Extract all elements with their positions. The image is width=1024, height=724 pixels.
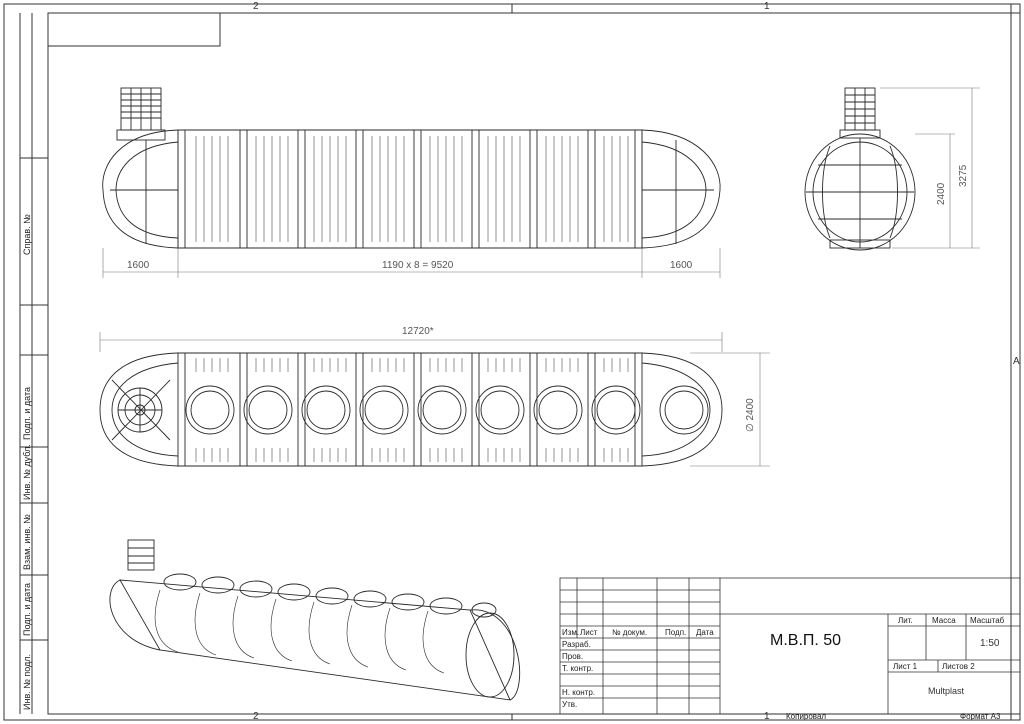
tb-designation: М.В.П. 50 bbox=[770, 632, 842, 649]
tb-copied: Копировал bbox=[786, 712, 827, 721]
stamp-dup-inv: Инв. № дубл. bbox=[22, 444, 32, 500]
dim-side-left: 1600 bbox=[127, 260, 150, 271]
tb-sheet: Лист 1 bbox=[893, 662, 918, 671]
side-view bbox=[102, 87, 721, 249]
dim-side-middle: 1190 x 8 = 9520 bbox=[382, 260, 454, 271]
dim-end-total: 3275 bbox=[958, 164, 969, 187]
tb-company: Multplast bbox=[928, 686, 965, 696]
end-view bbox=[804, 87, 916, 251]
zone-label-right: A bbox=[1013, 356, 1020, 367]
tb-header-change: Изм. bbox=[562, 628, 580, 637]
tb-header-sign: Подп. bbox=[665, 628, 687, 637]
tb-row-approved: Утв. bbox=[562, 700, 578, 709]
dim-side-right: 1600 bbox=[670, 260, 693, 271]
dim-plan-diameter: ∅ 2400 bbox=[745, 398, 756, 432]
tb-scale-label: Масштаб bbox=[970, 616, 1005, 625]
zone-label-top-right: 1 bbox=[764, 1, 770, 12]
tb-sheets: Листов 2 bbox=[942, 662, 975, 671]
stamp-replace-inv: Взам. инв. № bbox=[22, 514, 32, 570]
zone-label-bottom-left: 2 bbox=[253, 711, 259, 722]
iso-view bbox=[109, 539, 521, 701]
stamp-orig-inv: Инв. № подл. bbox=[22, 653, 32, 710]
dim-plan-length: 12720* bbox=[402, 326, 434, 337]
tb-header-sheet: Лист bbox=[580, 628, 598, 637]
stamp-sign-date-1: Подп. и дата bbox=[22, 386, 32, 440]
inner-frame bbox=[47, 12, 1021, 715]
zone-label-top-left: 2 bbox=[253, 1, 259, 12]
stamp-sign-date-2: Подп. и дата bbox=[22, 582, 32, 636]
tb-row-developed: Разраб. bbox=[562, 640, 591, 649]
tb-row-norm-control: Н. контр. bbox=[562, 688, 596, 697]
tb-header-doc: № докум. bbox=[612, 628, 648, 637]
tb-row-tech-control: Т. контр. bbox=[562, 664, 594, 673]
tb-scale-value: 1:50 bbox=[980, 638, 1000, 649]
zone-label-bottom-right: 1 bbox=[764, 711, 770, 722]
title-block-grid bbox=[559, 577, 1021, 715]
tb-row-checked: Пров. bbox=[562, 652, 584, 661]
tb-mass-label: Масса bbox=[932, 616, 956, 625]
tb-lit-label: Лит. bbox=[898, 616, 913, 625]
stamp-ref-number: Справ. № bbox=[22, 214, 32, 255]
tb-header-date: Дата bbox=[696, 628, 714, 637]
dim-end-inner: 2400 bbox=[936, 182, 947, 205]
plan-view bbox=[99, 352, 723, 467]
tb-format: Формат А3 bbox=[960, 712, 1001, 721]
